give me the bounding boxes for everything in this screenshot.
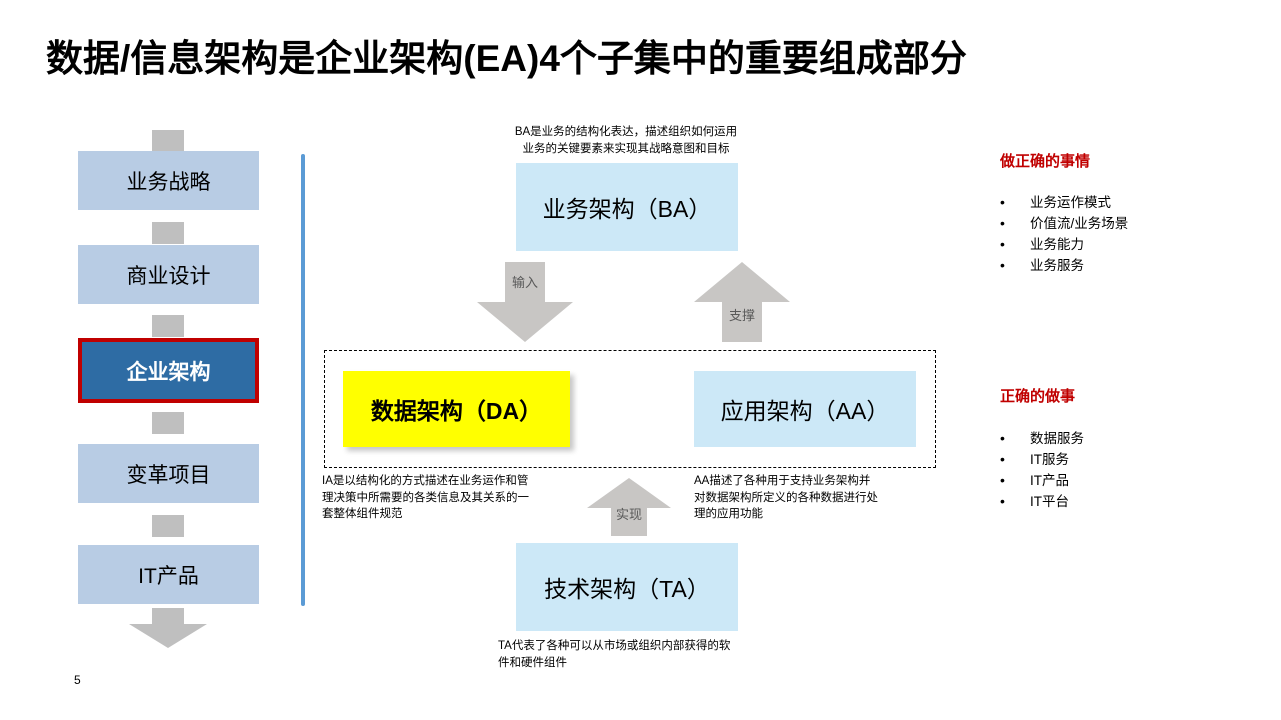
list-item: 业务运作模式 [1000, 192, 1128, 213]
list-item-label: 业务运作模式 [1030, 195, 1111, 210]
flow-connector-2 [152, 315, 184, 337]
flow-connector-3 [152, 412, 184, 434]
section-divider [301, 154, 305, 606]
arch-box-aa[interactable]: 应用架构（AA） [694, 371, 916, 447]
arrow-implement: 实现 [587, 478, 671, 536]
flow-item-business-design[interactable]: 商业设计 [78, 245, 259, 304]
arch-box-label: 数据架构（DA） [370, 398, 543, 424]
caption-ta: TA代表了各种可以从市场或组织内部获得的软 件和硬件组件 [498, 640, 731, 669]
up-arrow-icon [587, 478, 671, 536]
caption-aa: AA描述了各种用于支持业务架构并 对数据架构所定义的各种数据进行处 理的应用功能 [694, 475, 878, 521]
flow-item-change-project[interactable]: 变革项目 [78, 444, 259, 503]
list-item-label: 业务服务 [1030, 258, 1084, 273]
panel-title-do-things-right: 正确的做事 [1000, 388, 1076, 405]
list-item-label: 业务能力 [1030, 237, 1084, 252]
arch-box-label: 业务架构（BA） [542, 196, 712, 222]
arch-box-da[interactable]: 数据架构（DA） [343, 371, 570, 447]
flow-item-enterprise-architecture[interactable]: 企业架构 [78, 338, 259, 403]
arrow-input: 输入 [477, 262, 573, 342]
arch-box-label: 技术架构（TA） [544, 576, 710, 602]
caption-da: IA是以结构化的方式描述在业务运作和管 理决策中所需要的各类信息及其关系的一 套… [322, 475, 529, 521]
flow-item-it-product[interactable]: IT产品 [78, 545, 259, 604]
flow-connector-1 [152, 222, 184, 244]
down-arrow-icon [477, 262, 573, 342]
list-item-label: IT平台 [1030, 494, 1069, 509]
page-title: 数据/信息架构是企业架构(EA)4个子集中的重要组成部分 [46, 38, 967, 79]
panel-list-do-right-things: 业务运作模式 价值流/业务场景 业务能力 业务服务 [1000, 192, 1128, 276]
flow-item-label: 商业设计 [126, 264, 211, 288]
flow-item-label: IT产品 [138, 564, 199, 588]
flow-connector-top [152, 130, 184, 152]
list-item-label: IT服务 [1030, 452, 1069, 467]
flow-item-label: 变革项目 [126, 463, 211, 487]
flow-item-label: 业务战略 [126, 170, 211, 194]
flow-item-label: 企业架构 [126, 360, 211, 384]
up-arrow-icon [694, 262, 790, 342]
page-number: 5 [74, 673, 81, 687]
list-item-label: 价值流/业务场景 [1030, 216, 1129, 231]
list-item-label: 数据服务 [1030, 431, 1084, 446]
panel-title-do-right-things: 做正确的事情 [1000, 153, 1091, 170]
list-item: 数据服务 [1000, 428, 1084, 449]
list-item-label: IT产品 [1030, 473, 1069, 488]
list-item: IT服务 [1000, 449, 1084, 470]
caption-ba: BA是业务的结构化表达，描述组织如何运用 业务的关键要素来实现其战略意图和目标 [514, 126, 738, 155]
arch-box-ba[interactable]: 业务架构（BA） [516, 163, 738, 251]
flow-down-arrow-icon [129, 608, 207, 648]
flow-connector-4 [152, 515, 184, 537]
list-item: 业务能力 [1000, 234, 1128, 255]
flow-item-business-strategy[interactable]: 业务战略 [78, 151, 259, 210]
list-item: IT产品 [1000, 470, 1084, 491]
list-item: IT平台 [1000, 491, 1084, 512]
panel-list-do-things-right: 数据服务 IT服务 IT产品 IT平台 [1000, 428, 1084, 512]
list-item: 价值流/业务场景 [1000, 213, 1128, 234]
arch-box-label: 应用架构（AA） [720, 398, 890, 424]
core-architecture-group [324, 350, 936, 468]
arch-box-ta[interactable]: 技术架构（TA） [516, 543, 738, 631]
list-item: 业务服务 [1000, 255, 1128, 276]
arrow-support: 支撑 [694, 262, 790, 342]
